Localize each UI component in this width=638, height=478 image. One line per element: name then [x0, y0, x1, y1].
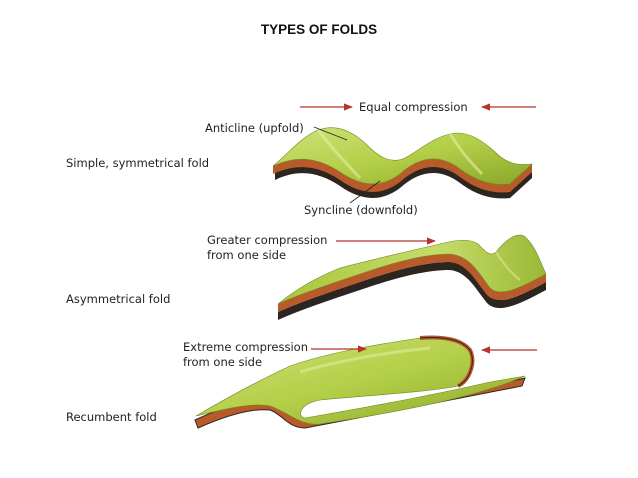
simple-fold-dark-edge [275, 164, 532, 199]
asym-fold-top-surface [277, 234, 547, 305]
greater-compression-label-line1: Greater compression [207, 233, 327, 247]
recumbent-fold-block [194, 335, 526, 429]
anticline-label: Anticline (upfold) [205, 121, 304, 135]
asym-fold-orange-layer [278, 254, 546, 312]
simple-fold-label: Simple, symmetrical fold [66, 156, 209, 170]
simple-fold-orange-layer [273, 158, 532, 193]
simple-fold-block [272, 127, 533, 199]
asymmetrical-fold-block [277, 234, 547, 320]
greater-compression-label-line2: from one side [207, 248, 286, 262]
syncline-label: Syncline (downfold) [304, 203, 418, 217]
recumbent-fold-label: Recumbent fold [66, 410, 157, 424]
slide-title: TYPES OF FOLDS [260, 22, 378, 37]
extreme-compression-label-line2: from one side [183, 355, 262, 369]
asym-fold-dark-edge [278, 262, 546, 320]
equal-compression-label: Equal compression [359, 100, 468, 114]
simple-fold-top-surface [272, 127, 533, 185]
anticline-pointer [313, 126, 348, 141]
asymmetrical-fold-label: Asymmetrical fold [66, 292, 170, 306]
extreme-compression-label-line1: Extreme compression [183, 340, 308, 354]
syncline-pointer [349, 180, 381, 204]
